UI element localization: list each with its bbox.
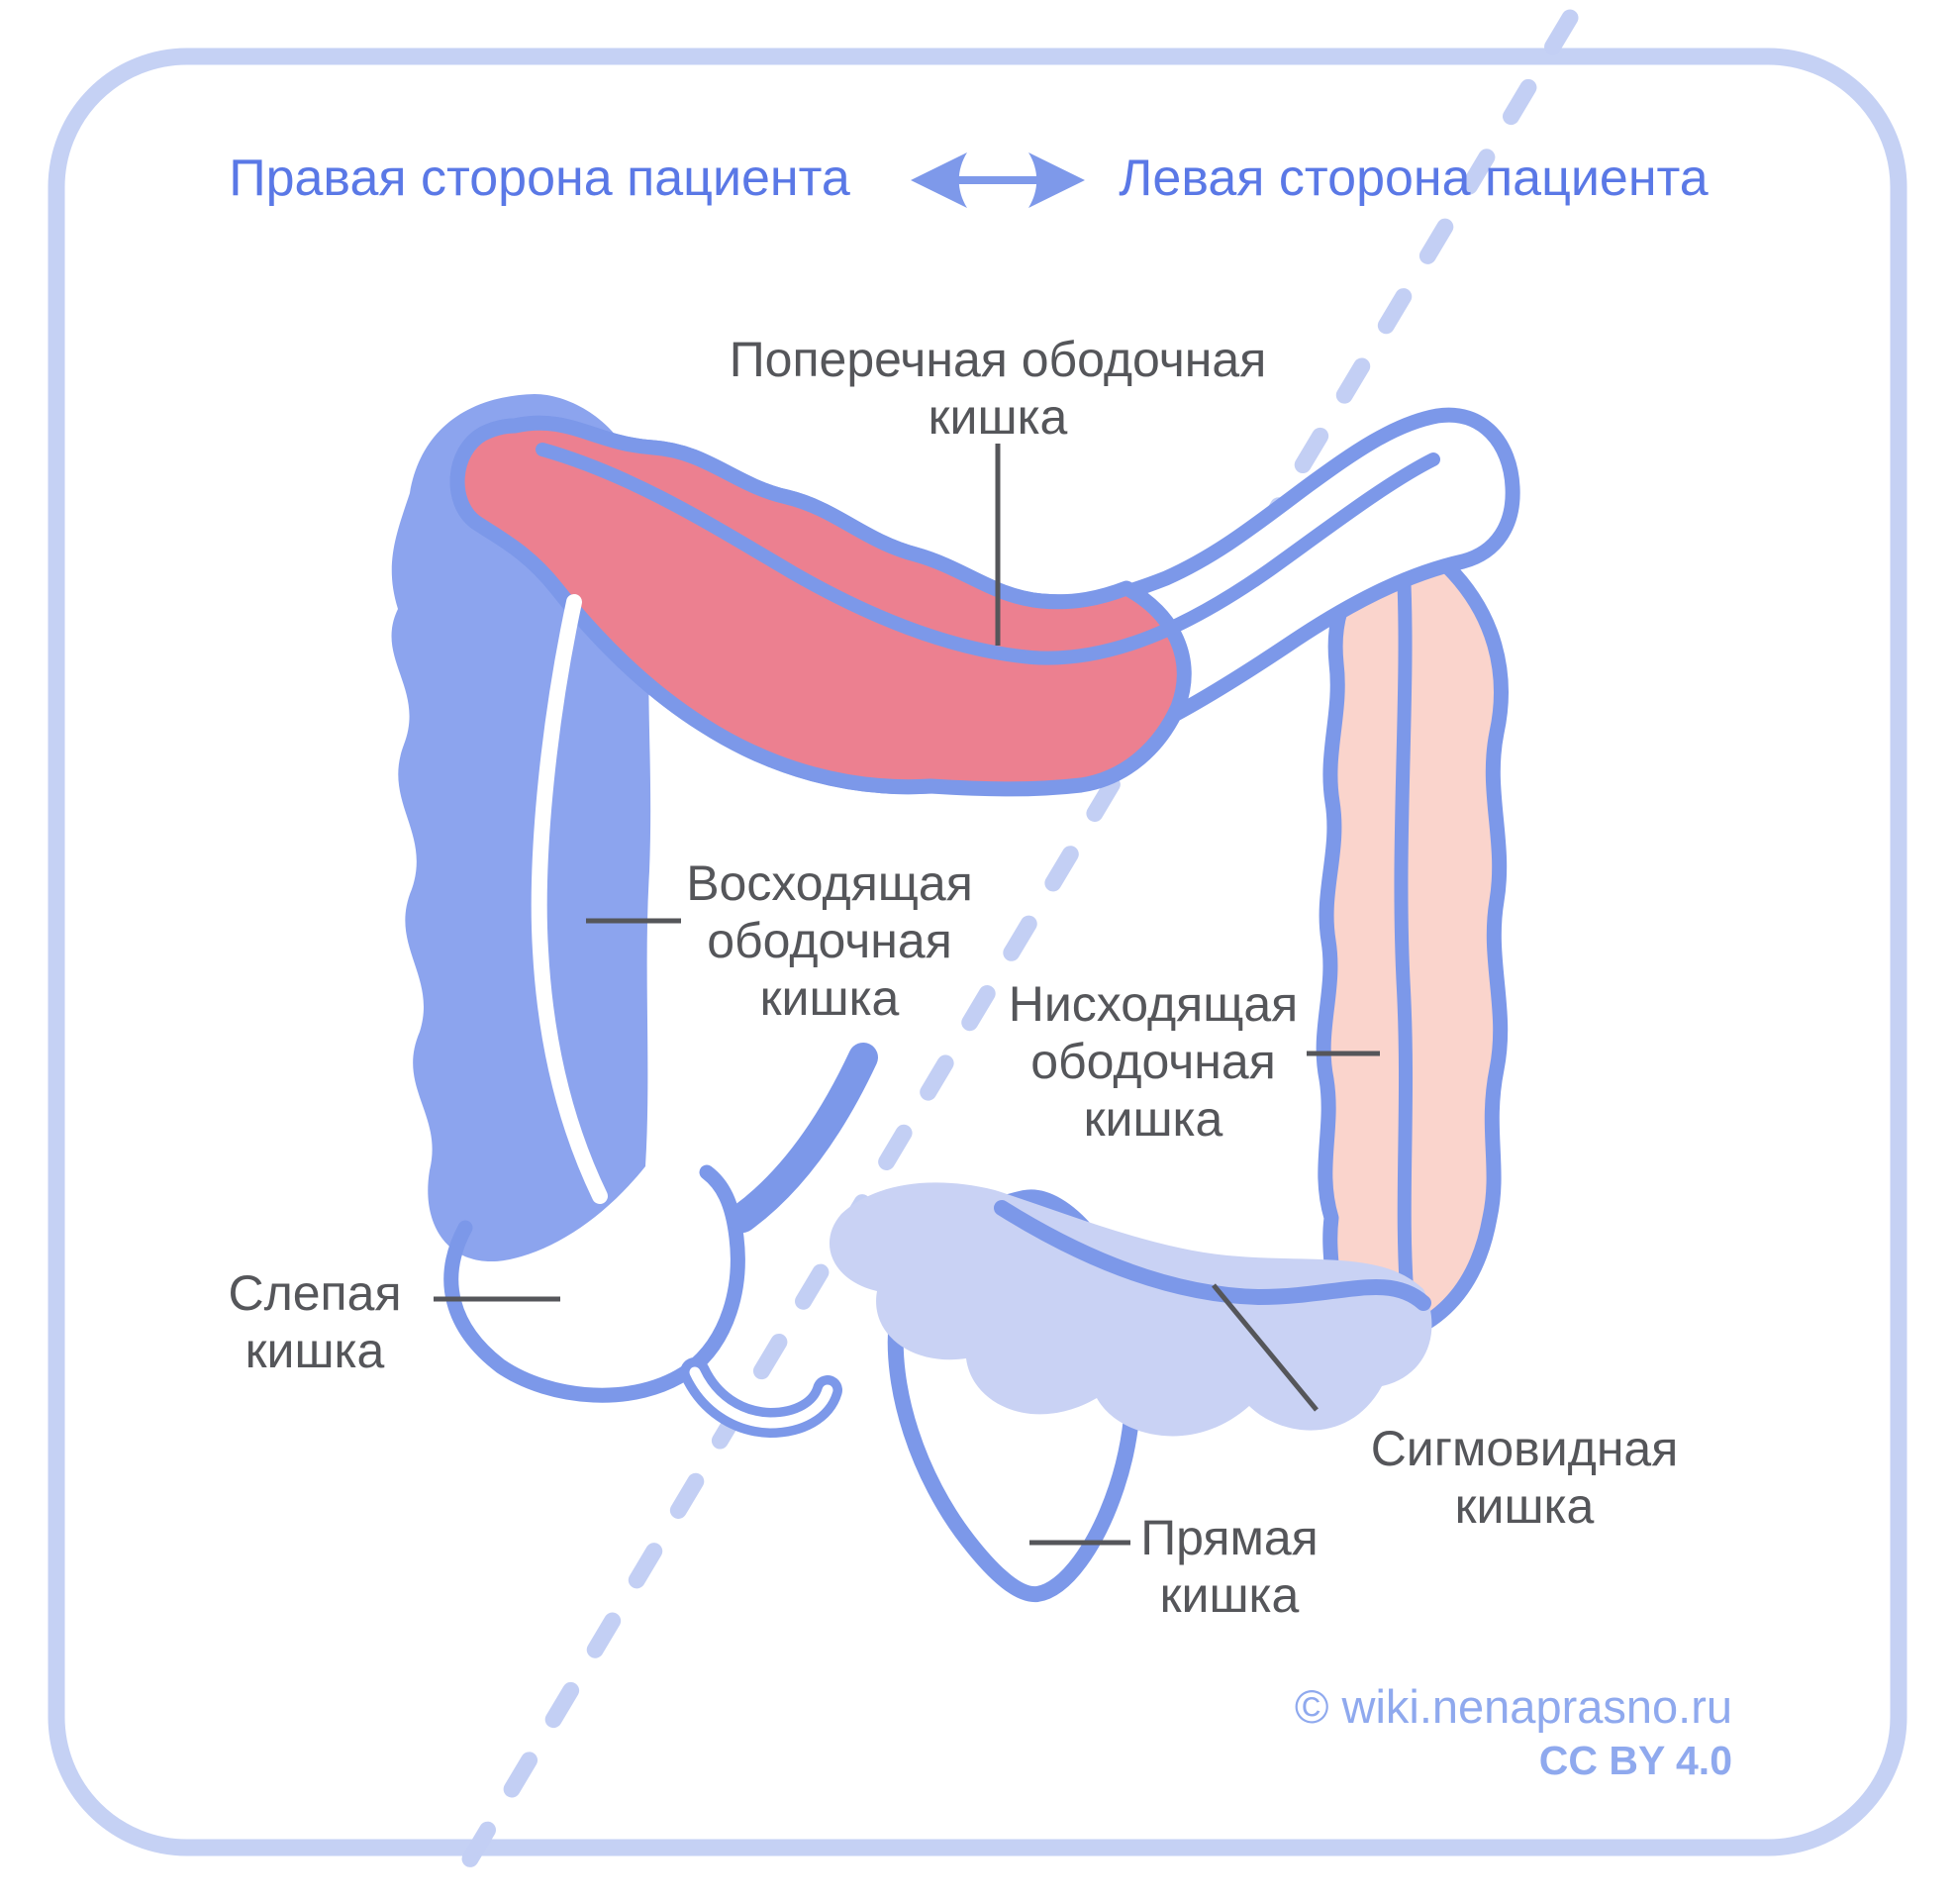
copyright-block: © wiki.nenaprasno.ru CC BY 4.0 bbox=[1295, 1679, 1732, 1786]
patient-left-side-label: Левая сторона пациента bbox=[1119, 150, 1709, 207]
descending-colon-label-line2: ободочная bbox=[1030, 1034, 1276, 1089]
ascending-colon-label-line2: ободочная bbox=[707, 913, 952, 968]
transverse-colon-label: Поперечная ободочная кишка bbox=[730, 331, 1267, 446]
rectum-label-line2: кишка bbox=[1159, 1567, 1300, 1623]
transverse-colon-tenia-line bbox=[536, 443, 1440, 665]
cecum-label-line2: кишка bbox=[244, 1323, 385, 1378]
diagonal-dashed-line bbox=[439, 9, 1579, 1904]
ileum-shape bbox=[728, 1043, 878, 1233]
descending-colon-shape bbox=[1316, 551, 1509, 1346]
left-right-arrow-icon bbox=[911, 152, 1085, 208]
descending-colon-tenia-line bbox=[1394, 565, 1415, 1309]
descending-colon-label-line3: кишка bbox=[1083, 1091, 1223, 1147]
sigmoid-colon-shape bbox=[829, 1182, 1432, 1437]
transverse-colon-label-line1: Поперечная ободочная bbox=[729, 332, 1267, 387]
descending-colon-label-line1: Нисходящая bbox=[1008, 976, 1299, 1032]
rounded-frame-border bbox=[48, 48, 1907, 1856]
ascending-colon-label-line1: Восходящая bbox=[686, 855, 973, 911]
cecum-label: Слепая кишка bbox=[228, 1264, 401, 1379]
ascending-colon-label-line3: кишка bbox=[759, 970, 900, 1026]
copyright-text: © wiki.nenaprasno.ru bbox=[1294, 1680, 1732, 1733]
ascending-colon-label: Восходящая ободочная кишка bbox=[686, 854, 973, 1027]
license-text: CC BY 4.0 bbox=[1538, 1738, 1732, 1783]
patient-right-side-label: Правая сторона пациента bbox=[229, 150, 850, 207]
rectum-label-line1: Прямая bbox=[1140, 1510, 1319, 1565]
cecum-label-line1: Слепая bbox=[228, 1265, 402, 1321]
rectum-label: Прямая кишка bbox=[1140, 1509, 1319, 1624]
descending-colon-label: Нисходящая ободочная кишка bbox=[1009, 975, 1298, 1148]
sigmoid-colon-inner-line bbox=[994, 1200, 1431, 1311]
ascending-colon-tenia-line bbox=[531, 594, 608, 1204]
cecum-shape bbox=[443, 1164, 745, 1403]
sigmoid-colon-label-line2: кишка bbox=[1454, 1478, 1595, 1534]
sigmoid-colon-label-line1: Сигмовидная bbox=[1370, 1421, 1679, 1476]
leader-lines bbox=[434, 444, 1380, 1546]
sigmoid-leader-line bbox=[1212, 1283, 1319, 1412]
sigmoid-colon-label: Сигмовидная кишка bbox=[1371, 1420, 1679, 1535]
appendix-lumen-line bbox=[689, 1366, 833, 1429]
transverse-colon-highlight-shape bbox=[449, 415, 1192, 797]
transverse-colon-label-line2: кишка bbox=[928, 389, 1068, 445]
